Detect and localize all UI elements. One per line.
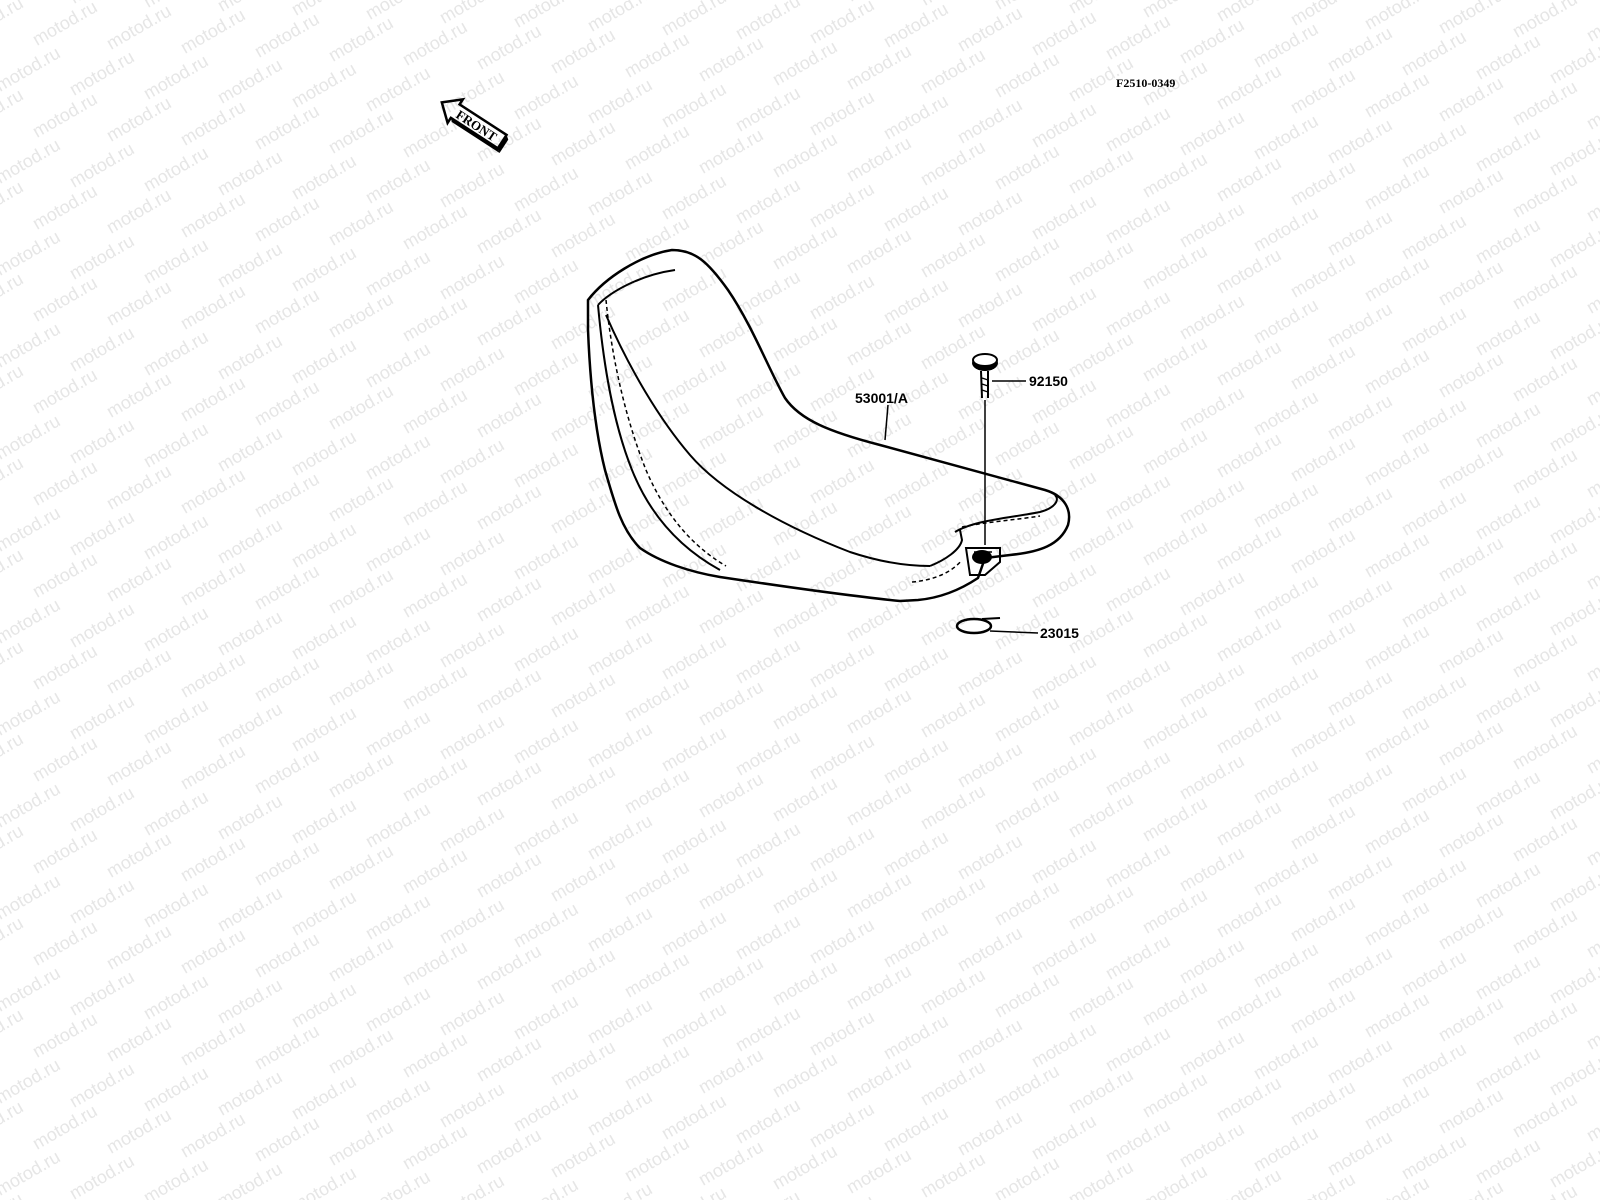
bolt-drawing	[972, 353, 998, 545]
part-label-23015: 23015	[1040, 625, 1079, 641]
clamp-drawing	[955, 617, 1001, 635]
part-label-92150: 92150	[1029, 373, 1068, 389]
seat-drawing	[586, 248, 1071, 603]
leader-53001	[884, 404, 889, 441]
figure-code: F2510-0349	[1116, 76, 1175, 90]
part-label-53001: 53001/A	[855, 390, 908, 406]
front-arrow-icon: FRONT	[440, 97, 509, 154]
leader-23015	[989, 630, 1039, 634]
